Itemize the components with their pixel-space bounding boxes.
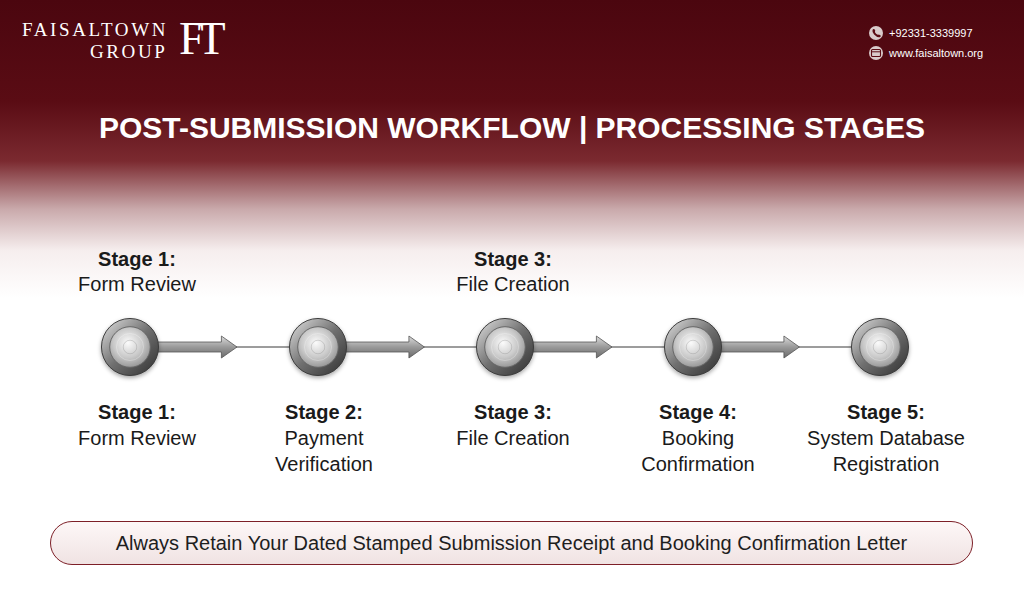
stage-name: Booking Confirmation [623,425,773,477]
button-ring [289,318,346,375]
button-ring [476,318,533,375]
button-groove [116,333,143,360]
metal-button [664,318,722,376]
flow-arrow [157,336,289,358]
button-face [110,327,151,368]
stage-heading: Stage 1: [52,399,222,425]
flow-arrow [532,336,664,358]
stage-node: Stage 1:Form Review [101,318,159,376]
stage-node: Stage 4:Booking Confirmation [664,318,722,376]
button-groove [686,340,700,354]
stage-heading: Stage 5: [786,399,986,425]
stage-heading: Stage 1: [98,248,176,271]
stage-node: Stage 3:File Creation [476,318,534,376]
brand-monogram: FT [179,12,219,65]
metal-button [476,318,534,376]
stage-heading: Stage 4: [623,399,773,425]
arrow-head [157,336,237,358]
metal-button [289,318,347,376]
stage-name: Form Review [52,425,222,451]
stage-name: File Creation [428,425,598,451]
button-ring [664,318,721,375]
metal-button [101,318,159,376]
stage-name: System Database Registration [786,425,986,477]
stage-heading: Stage 2: [259,399,389,425]
note-band: Always Retain Your Dated Stamped Submiss… [50,521,973,565]
arrow-head [720,336,799,358]
contact-website: www.faisaltown.org [889,47,983,59]
brand-name: FAISALTOWN [22,19,168,41]
note-text: Always Retain Your Dated Stamped Submiss… [116,532,908,555]
button-groove [304,333,331,360]
brand-name: GROUP [90,41,167,63]
button-groove [866,333,893,360]
button-groove [679,333,706,360]
button-face [860,327,901,368]
stage-name: File Creation [456,273,569,296]
button-groove [873,340,887,354]
button-ring [851,318,908,375]
button-groove [498,340,512,354]
button-face [298,327,339,368]
stage-node: Stage 5:System Database Registration [851,318,909,376]
phone-icon [869,26,883,40]
arrow-head [532,336,612,358]
stage-name: Form Review [78,273,196,296]
web-icon [869,46,883,60]
contact-phone: +92331-3339997 [889,27,973,39]
button-groove [123,340,137,354]
flow-arrow [720,336,851,358]
stage-heading: Stage 3: [474,248,552,271]
button-face [485,327,526,368]
button-ring [101,318,158,375]
stage-heading: Stage 3: [428,399,598,425]
stage-node: Stage 2:Payment Verification [289,318,347,376]
stage-name: Payment Verification [259,425,389,477]
button-groove [491,333,518,360]
arrow-head [345,336,424,358]
button-groove [311,340,325,354]
button-face [673,327,714,368]
flow-arrow [345,336,476,358]
page-title: POST-SUBMISSION WORKFLOW | PROCESSING ST… [0,109,1024,147]
metal-button [851,318,909,376]
